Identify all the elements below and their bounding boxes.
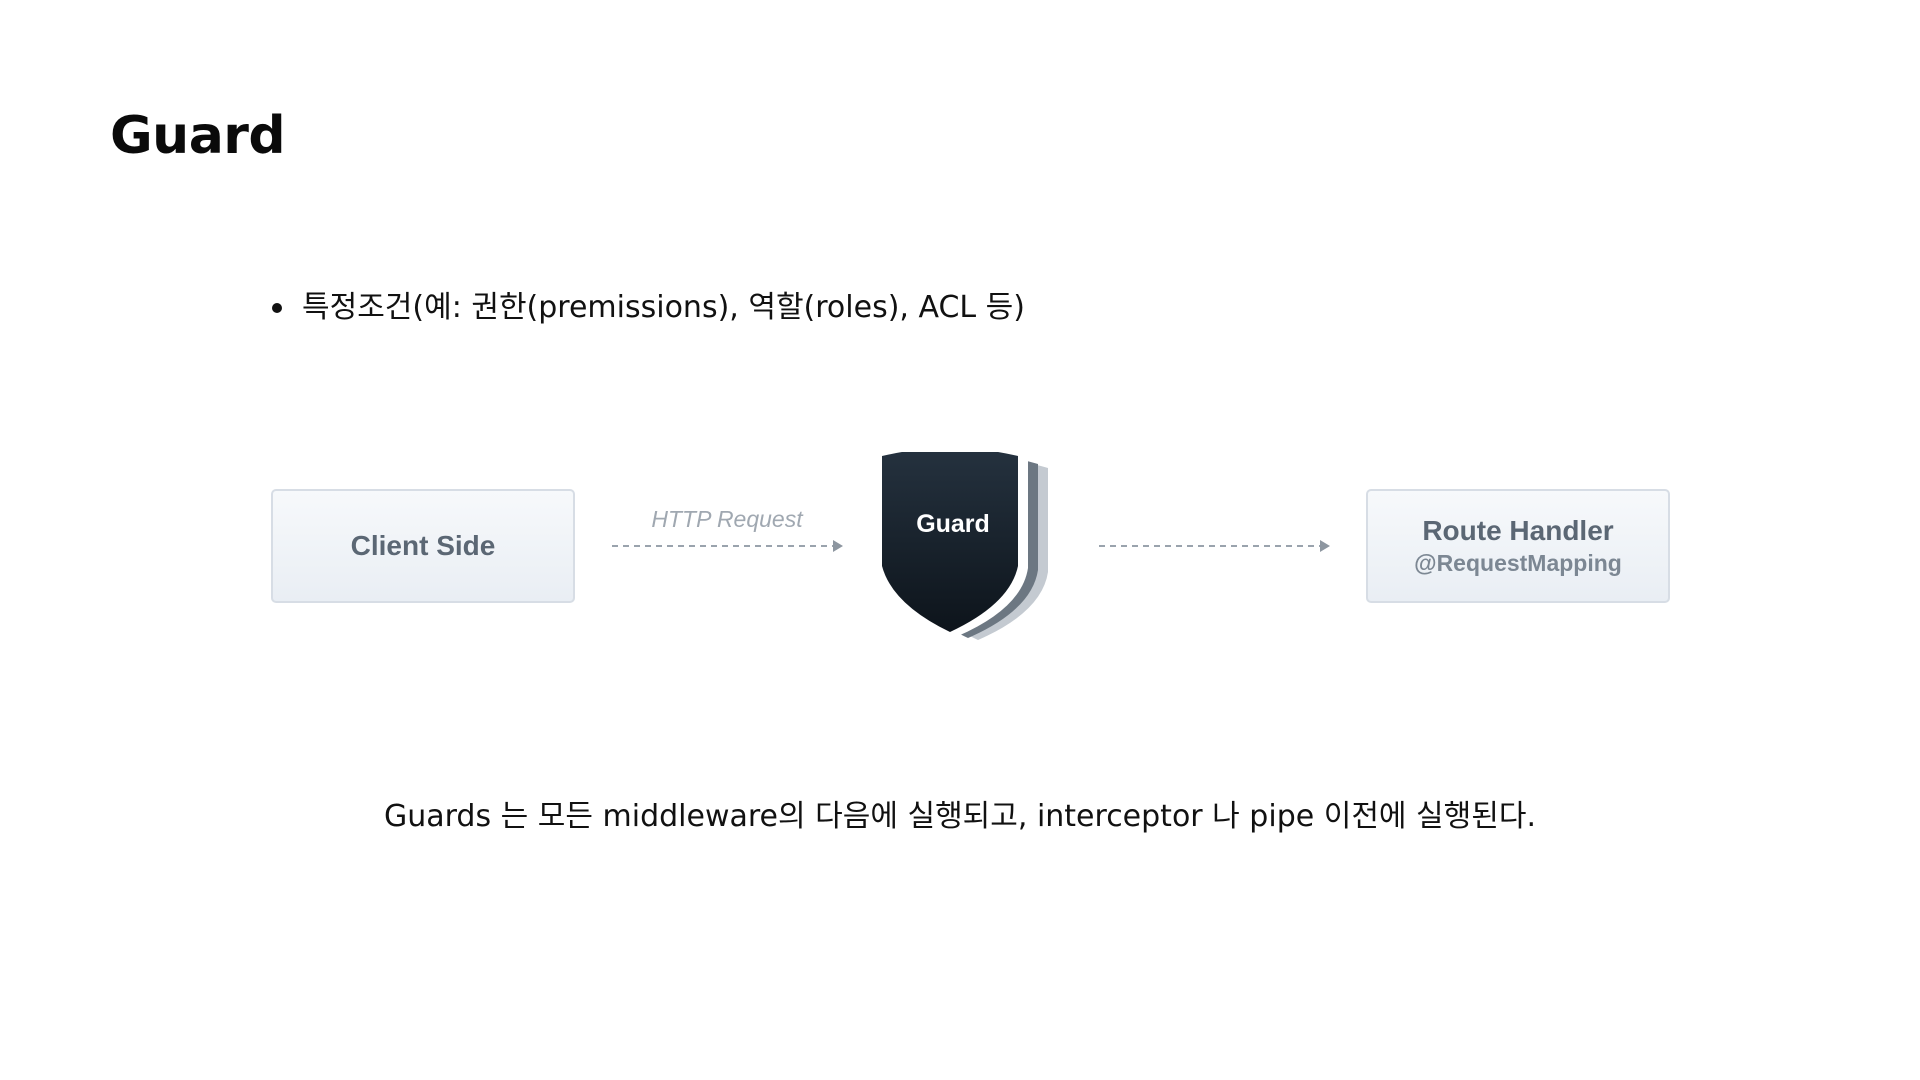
bullet-item: 특정조건(예: 권한(premissions), 역할(roles), ACL … bbox=[272, 286, 1025, 330]
route-handler-label: Route Handler bbox=[1422, 515, 1614, 546]
guard-label: Guard bbox=[916, 510, 990, 538]
bullet-list: 특정조건(예: 권한(premissions), 역할(roles), ACL … bbox=[272, 286, 1025, 330]
client-side-box: Client Side bbox=[271, 489, 575, 603]
guard-flow-diagram: Client Side HTTP Request Guard Route Han… bbox=[0, 440, 1920, 660]
bullet-text: 특정조건(예: 권한(premissions), 역할(roles), ACL … bbox=[302, 290, 1025, 325]
request-mapping-label: @RequestMapping bbox=[1414, 550, 1622, 576]
slide-caption: Guards 는 모든 middleware의 다음에 실행되고, interc… bbox=[383, 799, 1536, 834]
arrow-right-icon bbox=[1099, 540, 1330, 552]
http-request-label: HTTP Request bbox=[651, 506, 803, 532]
guard-shield-icon bbox=[882, 452, 1048, 640]
client-side-label: Client Side bbox=[350, 530, 496, 561]
arrow-right-icon bbox=[612, 540, 843, 552]
route-handler-box: Route Handler @RequestMapping bbox=[1366, 489, 1670, 603]
slide-title: Guard bbox=[110, 106, 286, 166]
bullet-dot-icon bbox=[272, 303, 282, 313]
